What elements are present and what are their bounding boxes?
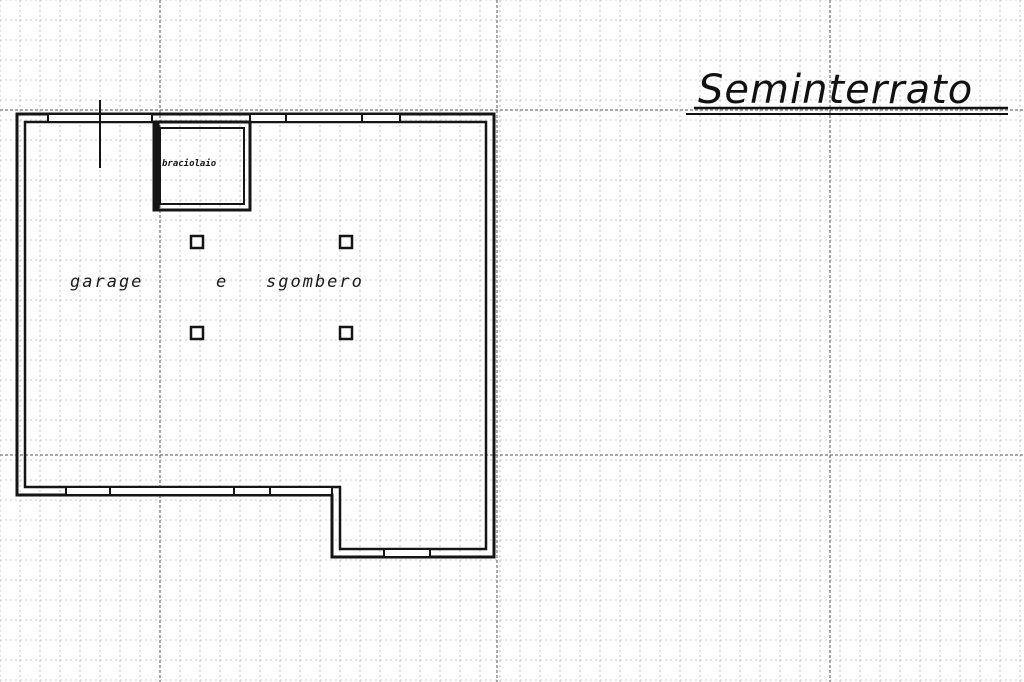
room-label-e: e bbox=[216, 272, 228, 292]
window-top-3 bbox=[285, 113, 363, 123]
window-bottom-3 bbox=[233, 486, 271, 496]
window-bottom-4 bbox=[269, 486, 333, 496]
window-top-2 bbox=[249, 113, 287, 123]
exterior-wall bbox=[15, 112, 496, 559]
window-step-bottom bbox=[383, 548, 431, 558]
small-room-label: braciolaio bbox=[162, 158, 217, 169]
pillar-3 bbox=[189, 325, 205, 341]
pillar-4 bbox=[338, 325, 354, 341]
room-label-sgombero: sgombero bbox=[266, 272, 364, 292]
plan-title-group: Seminterrato bbox=[686, 67, 1008, 115]
pillars bbox=[189, 234, 354, 341]
window-bottom-2 bbox=[109, 486, 235, 496]
plan-title: Seminterrato bbox=[698, 67, 973, 113]
window-bottom-1 bbox=[65, 486, 111, 496]
window-openings bbox=[47, 113, 431, 558]
small-room: braciolaio bbox=[152, 120, 252, 212]
room-label-garage: garage bbox=[70, 272, 143, 292]
pillar-2 bbox=[338, 234, 354, 250]
pillar-1 bbox=[189, 234, 205, 250]
window-top-4 bbox=[361, 113, 401, 123]
